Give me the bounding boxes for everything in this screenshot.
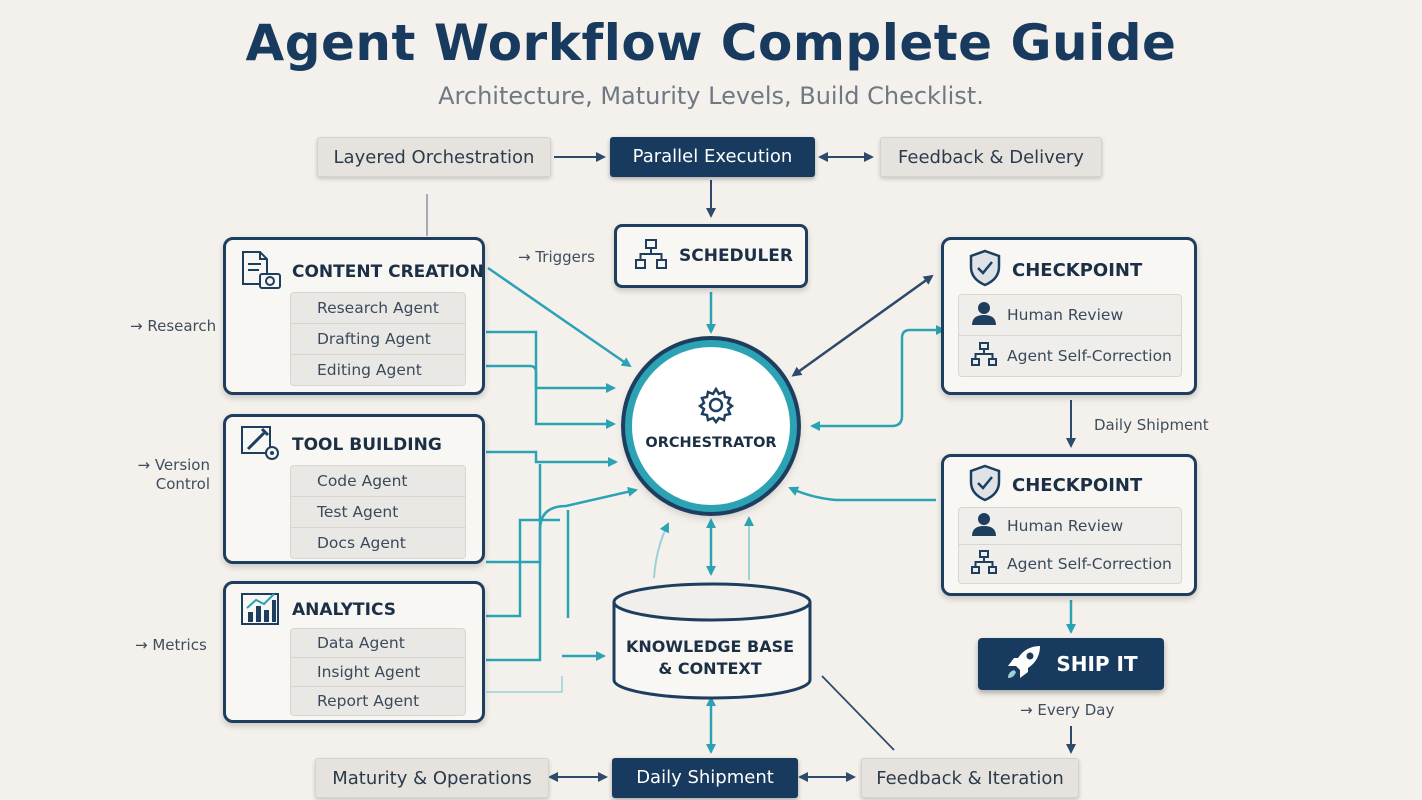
checkpoint-1-list: Human Review Agent Self-Correction <box>958 294 1182 377</box>
analytics-agent-list: Data Agent Insight Agent Report Agent <box>290 628 466 716</box>
orchestrator-circle: ORCHESTRATOR <box>625 340 797 512</box>
knowledge-base-line1: KNOWLEDGE BASE <box>625 637 795 656</box>
user-icon <box>971 512 997 540</box>
triggers-note: → Triggers <box>518 248 595 266</box>
feedback-iteration-pill: Feedback & Iteration <box>861 758 1079 798</box>
tool-building-title: TOOL BUILDING <box>292 435 442 455</box>
self-correction-label: Agent Self-Correction <box>1007 347 1172 365</box>
tool-building-card: TOOL BUILDING Code Agent Test Agent Docs… <box>223 414 485 564</box>
page-subtitle: Architecture, Maturity Levels, Build Che… <box>438 82 984 110</box>
parallel-execution-pill: Parallel Execution <box>610 137 815 177</box>
self-correction-label: Agent Self-Correction <box>1007 555 1172 573</box>
daily-shipment-note: Daily Shipment <box>1094 416 1209 434</box>
knowledge-base-line2: & CONTEXT <box>658 659 762 678</box>
hierarchy-icon <box>971 342 997 370</box>
version-note-line2: Control <box>155 475 210 493</box>
daily-shipment-pill: Daily Shipment <box>612 758 798 798</box>
document-camera-icon <box>240 250 282 294</box>
human-review-label: Human Review <box>1007 517 1124 535</box>
shield-check-icon <box>968 249 1002 291</box>
list-item: Drafting Agent <box>291 324 465 355</box>
checkpoint-1-title: CHECKPOINT <box>1012 259 1143 281</box>
gear-icon <box>696 385 736 429</box>
hierarchy-icon <box>971 550 997 578</box>
bar-chart-icon <box>240 588 282 632</box>
analytics-card: ANALYTICS Data Agent Insight Agent Repor… <box>223 581 485 723</box>
list-item: Human Review <box>959 295 1181 336</box>
analytics-title: ANALYTICS <box>292 600 396 620</box>
feedback-delivery-pill: Feedback & Delivery <box>880 137 1102 177</box>
tools-icon <box>240 423 282 467</box>
ship-it-label: SHIP IT <box>1056 652 1138 676</box>
research-note: → Research <box>130 317 217 335</box>
list-item: Research Agent <box>291 293 465 324</box>
content-creation-agent-list: Research Agent Drafting Agent Editing Ag… <box>290 292 466 386</box>
layered-orchestration-pill: Layered Orchestration <box>317 137 551 177</box>
list-item: Agent Self-Correction <box>959 336 1181 376</box>
orchestrator-label: ORCHESTRATOR <box>645 435 777 451</box>
list-item: Data Agent <box>291 629 465 658</box>
every-day-note: → Every Day <box>1020 701 1115 719</box>
metrics-note: → Metrics <box>135 636 207 654</box>
list-item: Agent Self-Correction <box>959 545 1181 583</box>
list-item: Docs Agent <box>317 534 406 552</box>
checkpoint-card-1: CHECKPOINT Human Review Agent Self-Corre… <box>941 237 1197 395</box>
scheduler-box: SCHEDULER <box>614 224 808 288</box>
knowledge-base-label: KNOWLEDGE BASE & CONTEXT <box>612 636 808 680</box>
ship-it-box: SHIP IT <box>978 638 1164 690</box>
human-review-label: Human Review <box>1007 306 1124 324</box>
list-item: Report Agent <box>317 692 420 710</box>
version-note-line1: → Version <box>137 456 211 474</box>
page-title: Agent Workflow Complete Guide <box>245 14 1177 72</box>
list-item: Test Agent <box>291 497 465 528</box>
version-control-note: → Version Control <box>130 456 211 494</box>
shield-check-icon <box>968 464 1002 506</box>
list-item: Human Review <box>959 508 1181 545</box>
rocket-icon <box>1004 642 1044 686</box>
list-item: Editing Agent <box>317 361 422 379</box>
list-item: Code Agent <box>291 466 465 497</box>
checkpoint-card-2: CHECKPOINT Human Review Agent Self-Corre… <box>941 454 1197 596</box>
knowledge-base-cylinder <box>612 582 812 700</box>
checkpoint-2-title: CHECKPOINT <box>1012 474 1143 496</box>
content-creation-title: CONTENT CREATION <box>292 262 484 282</box>
list-item: Insight Agent <box>291 658 465 687</box>
user-icon <box>971 301 997 329</box>
maturity-operations-pill: Maturity & Operations <box>315 758 549 798</box>
scheduler-label: SCHEDULER <box>679 246 794 266</box>
content-creation-card: CONTENT CREATION Research Agent Drafting… <box>223 237 485 395</box>
checkpoint-2-list: Human Review Agent Self-Correction <box>958 507 1182 584</box>
hierarchy-icon <box>635 238 667 274</box>
tool-building-agent-list: Code Agent Test Agent Docs Agent <box>290 465 466 559</box>
